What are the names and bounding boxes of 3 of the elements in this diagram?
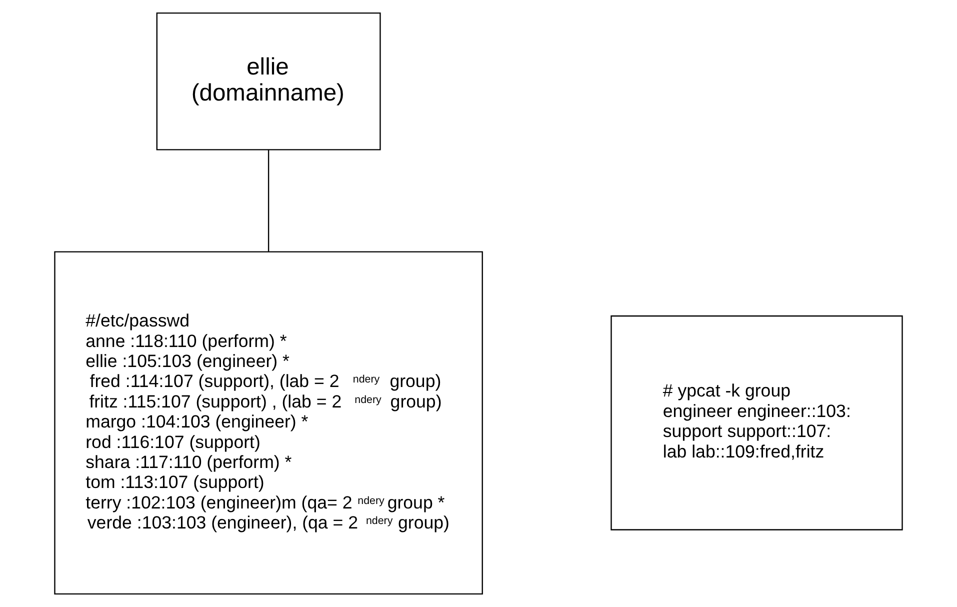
node-box: ellie (domainname)	[156, 12, 381, 150]
connector	[268, 150, 270, 252]
node-box: # ypcat -k group engineer engineer::103: support support::107: lab lab::109:fred,fritz	[610, 315, 903, 530]
